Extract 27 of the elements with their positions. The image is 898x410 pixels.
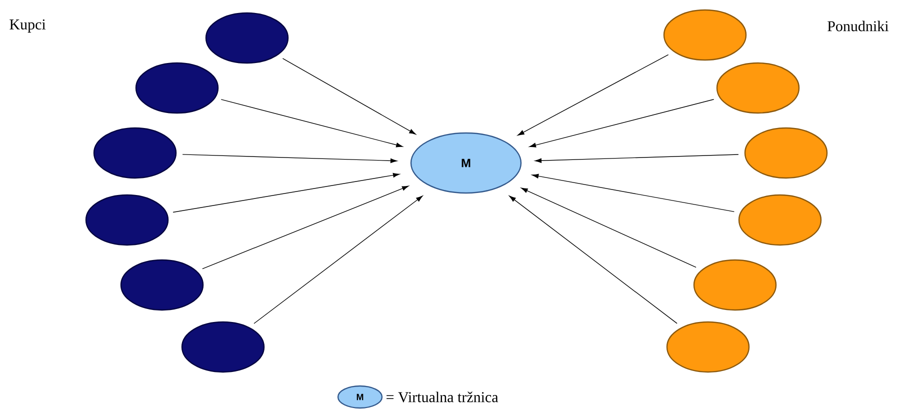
arrow [509,196,678,324]
arrow [220,99,403,148]
buyer-ellipse [93,127,177,179]
arrow [182,154,398,164]
arrow [172,172,400,213]
arrow [254,196,423,324]
seller-ellipse [716,62,800,114]
seller-ellipse [744,127,828,179]
buyer-ellipse [205,12,289,64]
buyer-ellipse [120,259,204,311]
arrow [521,188,696,268]
arrow [518,54,669,136]
seller-ellipse [693,259,777,311]
arrow [202,186,409,270]
seller-ellipse [738,194,822,246]
arrow [532,174,735,212]
seller-ellipse [663,9,747,61]
arrow [534,154,739,163]
buyer-ellipse [181,321,265,373]
group-label: Kupci [10,19,46,33]
buyer-ellipse [85,194,169,246]
arrow [282,58,416,135]
buyer-ellipse [135,62,219,114]
group-label: Ponudniki [828,20,888,32]
arrow [529,99,714,148]
legend-text: = Virtualna tržnica [386,392,498,402]
seller-ellipse [666,321,750,373]
